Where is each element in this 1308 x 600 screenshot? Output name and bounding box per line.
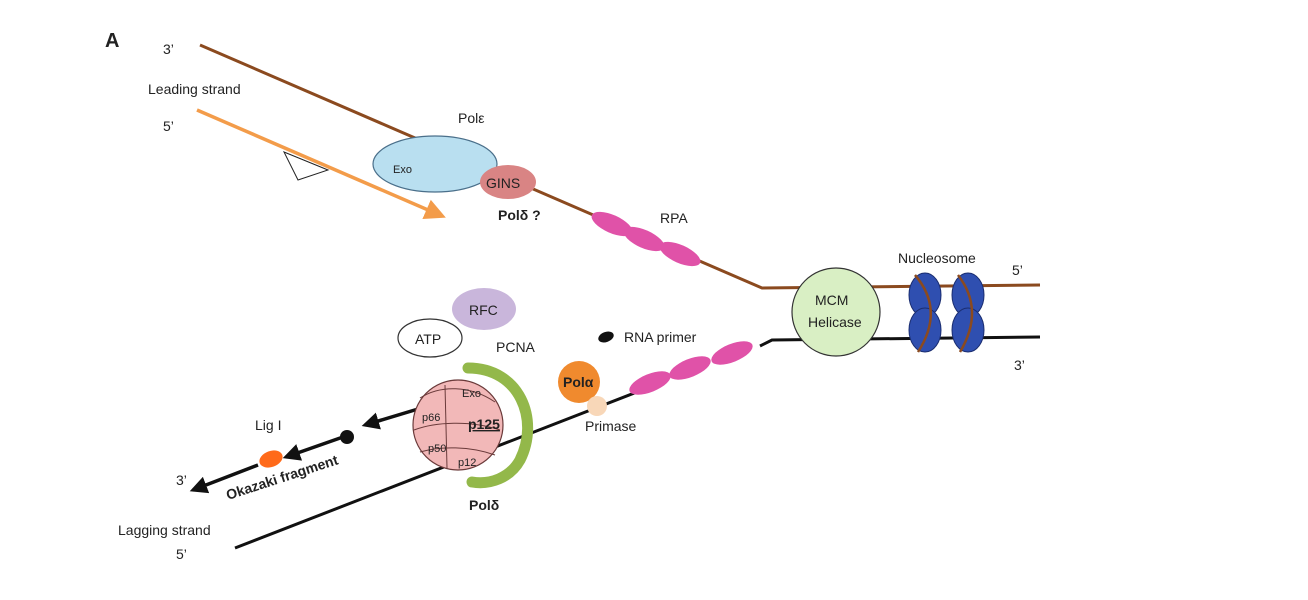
mcm-label-line2: Helicase [808,314,862,330]
okazaki-primer-dot [340,430,354,444]
primase-label: Primase [585,418,637,434]
lig-i-shape [259,450,283,468]
pol-delta-question-label: Polδ ? [498,207,541,223]
gins-label: GINS [486,175,520,191]
lagging-strand-label: Lagging strand [118,522,211,538]
rpa-subunit [659,241,701,267]
pol-epsilon-label: Polε [458,110,484,126]
leading-template-strand [199,43,1041,290]
leading-bottom-end-label: 5’ [163,118,174,134]
pol-delta-p50-label: p50 [428,443,446,455]
mcm-helicase-shape [791,267,881,357]
atp-shape [397,318,463,358]
pol-epsilon-body [372,135,498,193]
leading-new-strand [196,108,446,219]
pol-delta-complex [412,379,504,471]
fork-bottom-end-label: 3’ [1014,357,1025,373]
nucleosome-shape [908,272,985,353]
rfc-shape [452,288,516,330]
rpa-subunit [669,356,711,380]
pol-delta-p66-label: p66 [422,412,440,424]
nucleosome-label: Nucleosome [898,250,976,266]
primase-shape [587,396,607,416]
rfc-label: RFC [469,302,498,318]
panel-label: A [105,30,119,52]
mcm-label-line1: MCM [815,292,848,308]
pol-alpha-label: Polα [563,374,594,390]
rna-primer-shape [598,331,614,343]
pol-epsilon-exo-label: Exo [393,164,412,176]
fork-top-end-label: 5’ [1012,262,1023,278]
pol-delta-label: Polδ [469,497,499,513]
lagging-template-strand [234,335,1041,550]
okazaki-arrow-end [189,463,259,494]
pcna-label: PCNA [496,339,536,355]
rna-primer-label: RNA primer [624,329,697,345]
rpa-group-bottom [629,341,753,395]
triangle-marker [282,151,330,181]
rpa-group-top [591,211,701,267]
okazaki-arrow-lower [282,435,344,461]
rpa-subunit [629,371,671,395]
pol-alpha-shape [558,361,600,403]
rpa-label: RPA [660,210,688,226]
pol-delta-p12-label: p12 [458,457,476,469]
pol-delta-p125-label: p125 [468,416,500,432]
rpa-subunit [591,211,633,237]
lig-i-label: Lig I [255,417,281,433]
leading-top-end-label: 3’ [163,41,174,57]
atp-label: ATP [415,331,441,347]
lagging-top-end-label: 3’ [176,472,187,488]
rpa-subunit [623,226,665,252]
rpa-subunit [711,341,753,365]
pcna-clamp [462,362,534,489]
pol-delta-exo-label: Exo [462,388,481,400]
leading-strand-label: Leading strand [148,81,241,97]
gins-shape [480,165,536,199]
lagging-bottom-end-label: 5’ [176,546,187,562]
